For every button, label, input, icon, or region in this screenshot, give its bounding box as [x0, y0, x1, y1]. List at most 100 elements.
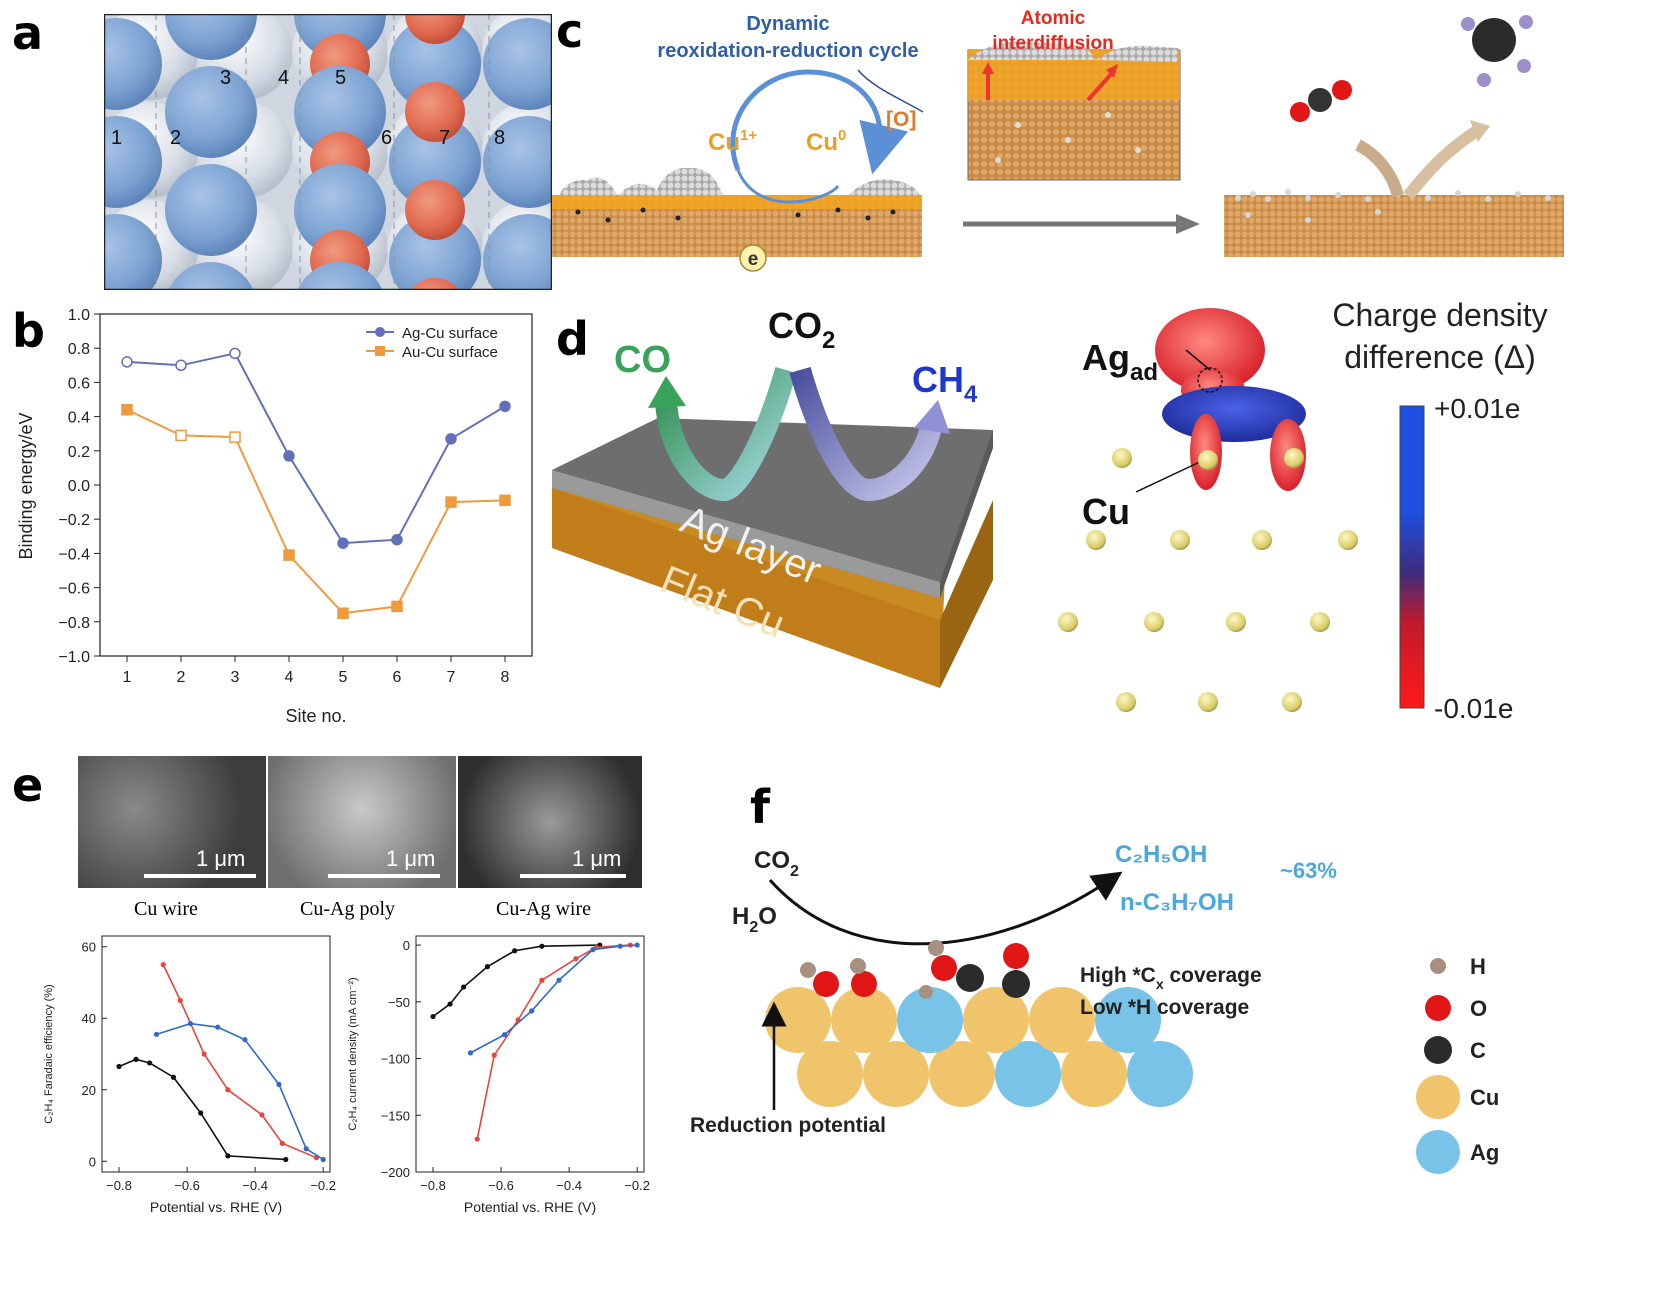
series-line-red — [162, 964, 317, 1159]
data-point-blue — [634, 942, 640, 948]
legend-marker-ag-cu — [375, 327, 385, 337]
plot-frame — [415, 935, 645, 1173]
site-label-6: 6 — [381, 127, 392, 149]
y-tick-label: 20 — [82, 1083, 96, 1098]
data-point-black — [512, 948, 518, 954]
data-point-ag-cu — [391, 533, 403, 546]
x-tick-label: 4 — [285, 669, 294, 686]
surface-model-a: 1 2 3 4 5 6 7 8 — [104, 14, 552, 290]
x-tick-label: −0.4 — [556, 1178, 582, 1193]
data-point-blue — [467, 1050, 474, 1056]
data-point-ag-cu — [229, 347, 241, 360]
interdiffusion-line2: interdiffusion — [992, 33, 1113, 54]
y-tick-label: 60 — [82, 940, 96, 955]
interdiffusion-line1: Atomic — [1021, 8, 1086, 29]
y-tick-label: 0.6 — [68, 375, 90, 392]
data-point-red — [259, 1112, 265, 1118]
data-point-black — [484, 964, 491, 970]
adsorbates — [800, 940, 1030, 999]
data-point-red — [160, 962, 166, 968]
panel-letter-e: e — [12, 758, 44, 812]
legend-h: H — [1470, 954, 1486, 979]
y-tick-label: −150 — [381, 1108, 410, 1123]
co2-label: CO2 — [768, 305, 835, 354]
colorbar-min-label: -0.01e — [1434, 693, 1513, 724]
panel-letter-f: f — [750, 780, 771, 834]
atom-ag — [165, 164, 257, 256]
x-tick-label: −0.4 — [242, 1178, 268, 1193]
current-density-chart: −0.8−0.6−0.4−0.20−50−100−150−200 Potenti… — [347, 935, 650, 1215]
data-point-ag-cu — [499, 400, 511, 413]
data-point-black — [133, 1056, 139, 1062]
data-point-au-cu — [499, 494, 511, 507]
co-label: CO — [614, 339, 671, 381]
data-point-ag-cu — [121, 356, 133, 368]
colorbar-max-label: +0.01e — [1434, 393, 1520, 424]
data-point-blue — [276, 1081, 282, 1087]
atom-ag — [165, 66, 257, 158]
data-point-ag-cu — [283, 450, 295, 462]
y-tick-label: −1.0 — [58, 649, 90, 666]
x-tick-label: −0.2 — [624, 1178, 650, 1193]
atom-ag — [294, 164, 386, 256]
data-point-au-cu — [391, 600, 403, 613]
site-label-7: 7 — [439, 127, 450, 149]
data-point-black — [461, 984, 467, 990]
x-tick-label: −0.8 — [106, 1178, 132, 1193]
y-tick-label: 0.4 — [68, 410, 90, 427]
atom-ag — [297, 262, 383, 290]
atom-au — [411, 278, 459, 290]
panel-letter-d: d — [556, 312, 589, 366]
atom-ag — [104, 214, 162, 290]
y-tick-label: 1.0 — [68, 307, 90, 324]
panel-d-schematic: Ag layer Flat Cu CO CO2 CH4 Agad Cu Char… — [552, 297, 1548, 724]
data-point-black — [430, 1013, 436, 1020]
colorbar-title-line2: difference (Δ) — [1344, 339, 1536, 375]
data-point-blue — [215, 1024, 221, 1030]
legend-label-au-cu: Au-Cu surface — [402, 344, 498, 361]
y-axis-label: C₂H₄ Faradaic efficiency (%) — [43, 984, 55, 1123]
data-point-au-cu — [283, 549, 295, 561]
yield-label: ~63% — [1280, 858, 1337, 883]
scale-bar — [520, 874, 626, 878]
data-point-blue — [617, 943, 623, 949]
sem-caption-cu-ag-wire: Cu-Ag wire — [496, 898, 591, 920]
y-axis-label: C₂H₄ current density (mA cm⁻²) — [347, 977, 359, 1130]
data-point-ag-cu — [175, 359, 187, 372]
x-tick-label: 5 — [339, 669, 348, 686]
y-axis-label: Binding energy/eV — [16, 412, 36, 559]
y-tick-label: 40 — [82, 1011, 96, 1026]
data-point-black — [539, 943, 545, 949]
data-point-red — [573, 956, 579, 962]
atom-au — [405, 180, 465, 240]
site-label-1: 1 — [111, 127, 122, 149]
atom-ag — [104, 116, 162, 208]
data-point-black — [198, 1110, 204, 1116]
data-point-black — [147, 1060, 153, 1066]
site-label-5: 5 — [335, 67, 346, 89]
y-tick-label: 0.2 — [68, 444, 90, 461]
data-point-black — [447, 1001, 453, 1007]
atom-ag — [483, 116, 552, 208]
scale-label: 1 μm — [196, 846, 246, 871]
data-point-red — [491, 1052, 497, 1058]
cu-slab-right — [1224, 195, 1564, 257]
f-h2o-label: H2O — [732, 903, 777, 936]
reaction-arrow — [768, 871, 1123, 946]
panel-f-schematic: CO2 H2O C₂H₅OH n-C₃H₇OH ~63% Reduction p… — [690, 841, 1499, 1174]
data-point-blue — [153, 1031, 160, 1037]
series-line-black — [118, 1058, 286, 1161]
x-tick-label: 7 — [447, 669, 456, 686]
data-point-red — [474, 1136, 480, 1142]
low-coverage-label: Low *H coverage — [1080, 996, 1249, 1019]
data-point-ag-cu — [445, 433, 457, 445]
atom-ag — [389, 116, 481, 208]
atom-ag — [104, 18, 162, 110]
sem-image-cu-ag-poly: 1 μm — [268, 756, 456, 888]
data-point-red — [201, 1051, 207, 1057]
legend: Ag-Cu surface Au-Cu surface — [366, 325, 498, 361]
x-tick-label: −0.8 — [420, 1178, 446, 1193]
series-line-ag-cu — [126, 352, 506, 545]
